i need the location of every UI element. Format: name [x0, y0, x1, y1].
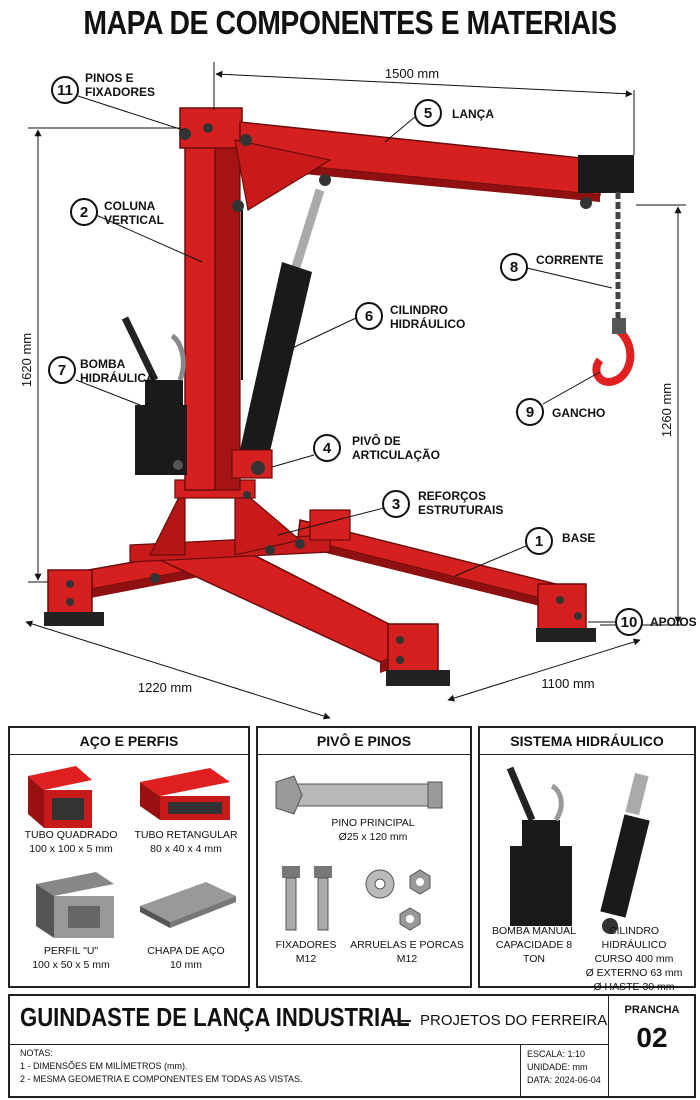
title-separator — [393, 1020, 411, 1022]
manual-pump-icon — [506, 766, 572, 926]
callout-10-label: APOIOS — [650, 615, 697, 629]
panel-hydraulic: SISTEMA HIDRÁULICO BOMBA MANUAL CAPACIDA… — [478, 726, 696, 993]
drawing-author: PROJETOS DO FERREIRA — [420, 1012, 608, 1029]
washer-nut-icon — [365, 869, 431, 931]
callout-7-number: 7 — [58, 362, 66, 379]
cylinder-icon — [600, 772, 650, 934]
dim-boom-length: 1500 mm — [385, 66, 439, 81]
callout-5-number: 5 — [424, 105, 432, 122]
caption-hydraulic-cylinder: CILINDRO HIDRÁULICO CURSO 400 mm Ø EXTER… — [585, 925, 683, 993]
u-channel-icon — [36, 872, 114, 938]
callout-4-number: 4 — [323, 440, 332, 457]
hydraulic-illustration — [506, 766, 650, 934]
panel-hydraulic-title: SISTEMA HIDRÁULICO — [480, 728, 694, 755]
sheet-box: PRANCHA 02 — [608, 996, 695, 1096]
callout-5-label: LANÇA — [452, 107, 494, 121]
square-tube-icon — [28, 766, 92, 828]
callout-11-number: 11 — [57, 82, 73, 99]
caption-u-profile: PERFIL "U" 100 x 50 x 5 mm — [32, 945, 110, 971]
rect-tube-icon — [140, 768, 230, 820]
boom — [232, 121, 634, 212]
hydraulic-pump — [121, 316, 187, 475]
note-1: 1 - DIMENSÕES EM MILÍMETROS (mm). — [20, 1061, 188, 1071]
dim-base-length: 1220 mm — [138, 680, 192, 695]
note-2: 2 - MESMA GEOMETRIA E COMPONENTES EM TOD… — [20, 1074, 303, 1084]
caption-square-tube: TUBO QUADRADO 100 x 100 x 5 mm — [24, 829, 118, 855]
feet-pads — [44, 509, 596, 686]
sheet-number: 02 — [636, 1022, 668, 1053]
meta-date: DATA: 2024-06-04 — [527, 1075, 601, 1085]
title-block-header: GUINDASTE DE LANÇA INDUSTRIAL PROJETOS D… — [10, 996, 608, 1045]
callout-8-label: CORRENTE — [536, 253, 603, 267]
caption-main-pin: PINO PRINCIPAL Ø25 x 120 mm — [331, 817, 415, 843]
dim-column-height: 1620 mm — [19, 333, 34, 387]
panel-pins: PIVÔ E PINOS PINO PRINCIPAL Ø25 x 120 mm… — [256, 726, 472, 988]
drawing-meta: ESCALA: 1:10 UNIDADE: mm DATA: 2024-06-0… — [520, 1044, 608, 1096]
drawing-notes: NOTAS: 1 - DIMENSÕES EM MILÍMETROS (mm).… — [20, 1047, 303, 1086]
hydraulic-cylinder — [231, 188, 325, 479]
title-block: GUINDASTE DE LANÇA INDUSTRIAL PROJETOS D… — [8, 994, 696, 1098]
dim-hook-height: 1260 mm — [659, 383, 674, 437]
panel-steel: AÇO E PERFIS TUBO QUADRADO 100 x 100 x 5… — [8, 726, 250, 988]
page-title: MAPA DE COMPONENTES E MATERIAIS — [83, 4, 617, 41]
callout-6-number: 6 — [365, 308, 373, 325]
callout-8-number: 8 — [510, 259, 518, 276]
caption-manual-pump: BOMBA MANUAL CAPACIDADE 8 TON — [491, 925, 577, 965]
callout-1-number: 1 — [535, 533, 543, 550]
main-pin-icon — [275, 775, 443, 815]
panel-steel-title: AÇO E PERFIS — [10, 728, 248, 755]
panel-pins-title: PIVÔ E PINOS — [258, 728, 470, 755]
crane-diagram: 1500 mm 1620 mm 1260 mm 1220 mm 1100 mm … — [19, 62, 697, 720]
callout-10-number: 10 — [621, 614, 638, 631]
notes-title: NOTAS: — [20, 1048, 53, 1058]
meta-unit: UNIDADE: mm — [527, 1062, 588, 1072]
chain-and-hook — [592, 192, 635, 386]
bolt-icon — [282, 866, 332, 931]
sheet-label: PRANCHA — [624, 1004, 680, 1016]
callout-9-number: 9 — [526, 404, 534, 421]
steel-profiles-illustration — [28, 766, 236, 938]
steel-plate-icon — [140, 882, 236, 928]
caption-fasteners: FIXADORES M12 — [275, 939, 337, 965]
caption-washers-nuts: ARRUELAS E PORCAS M12 — [350, 939, 464, 965]
dimension-lines: 1500 mm 1620 mm 1260 mm 1220 mm 1100 mm — [19, 62, 686, 720]
callout-2-number: 2 — [80, 204, 88, 221]
base-frame — [59, 519, 561, 673]
pins-illustration — [275, 775, 443, 931]
callout-3-number: 3 — [392, 496, 400, 513]
meta-scale: ESCALA: 1:10 — [527, 1049, 586, 1059]
caption-steel-plate: CHAPA DE AÇO 10 mm — [147, 945, 225, 971]
drawing-title: GUINDASTE DE LANÇA INDUSTRIAL — [20, 1002, 410, 1032]
caption-rect-tube: TUBO RETANGULAR 80 x 40 x 4 mm — [134, 829, 238, 855]
callout-9-label: GANCHO — [552, 406, 605, 420]
vertical-column — [179, 107, 243, 491]
dim-base-width: 1100 mm — [541, 676, 594, 691]
callout-1-label: BASE — [562, 531, 595, 545]
